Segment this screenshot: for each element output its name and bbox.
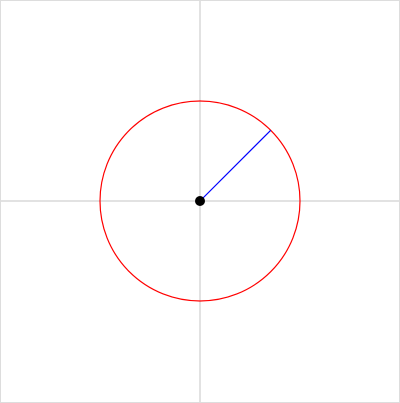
center-point	[195, 196, 205, 206]
radius-line	[199, 129, 272, 202]
circle	[99, 100, 301, 302]
